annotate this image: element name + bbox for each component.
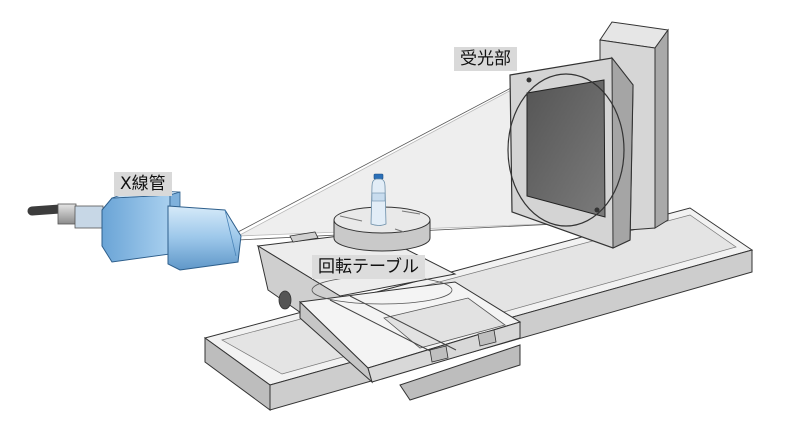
xray-tube bbox=[27, 189, 242, 271]
xray-tube-label: X線管 bbox=[114, 172, 172, 196]
detector-circle bbox=[507, 73, 625, 227]
detector-screen bbox=[526, 79, 606, 218]
rotary-table-label: 回転テーブル bbox=[312, 255, 425, 279]
rotary-table bbox=[311, 206, 453, 305]
detector-panel bbox=[507, 56, 634, 249]
table-carriage bbox=[256, 231, 522, 401]
sample-bottle bbox=[370, 173, 387, 226]
beam-edge-top bbox=[237, 77, 531, 233]
detector-label: 受光部 bbox=[454, 47, 517, 71]
